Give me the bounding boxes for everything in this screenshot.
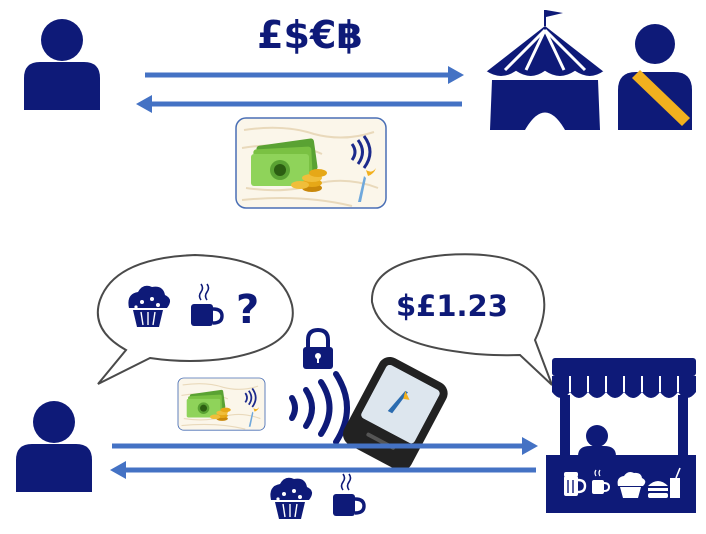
question-mark-text: ? bbox=[236, 290, 260, 333]
official-with-sash-icon bbox=[618, 24, 692, 130]
circus-tent-icon bbox=[485, 10, 605, 130]
beer-mug-icon bbox=[564, 472, 587, 496]
vendor-speech-bubble bbox=[370, 253, 553, 386]
currency-symbols-text: £$€฿ bbox=[257, 16, 363, 57]
top-customer-person-icon bbox=[24, 19, 100, 110]
price-text: $£1.23 bbox=[396, 292, 508, 323]
burger-drink-icon bbox=[648, 467, 681, 498]
stall-coffee-cup-icon bbox=[592, 469, 611, 494]
prepaid-card-top bbox=[234, 116, 388, 210]
received-coffee-cup-icon bbox=[331, 472, 366, 518]
padlock-icon bbox=[303, 327, 333, 369]
payment-terminal-icon bbox=[342, 356, 448, 471]
currency-symbols-label: £$€฿ bbox=[257, 16, 363, 57]
question-mark-label: ? bbox=[236, 290, 260, 333]
goods-arrow bbox=[110, 461, 536, 479]
prepaid-card-bottom bbox=[177, 377, 266, 432]
payment-arrow bbox=[112, 437, 538, 455]
bottom-customer-person-icon bbox=[16, 401, 92, 492]
price-label: $£1.23 bbox=[396, 292, 508, 323]
stall-muffin-icon bbox=[617, 472, 646, 498]
contactless-icon bbox=[289, 371, 350, 445]
received-muffin-icon bbox=[269, 477, 313, 520]
from-event-arrow bbox=[136, 95, 462, 113]
to-event-arrow bbox=[145, 66, 464, 84]
